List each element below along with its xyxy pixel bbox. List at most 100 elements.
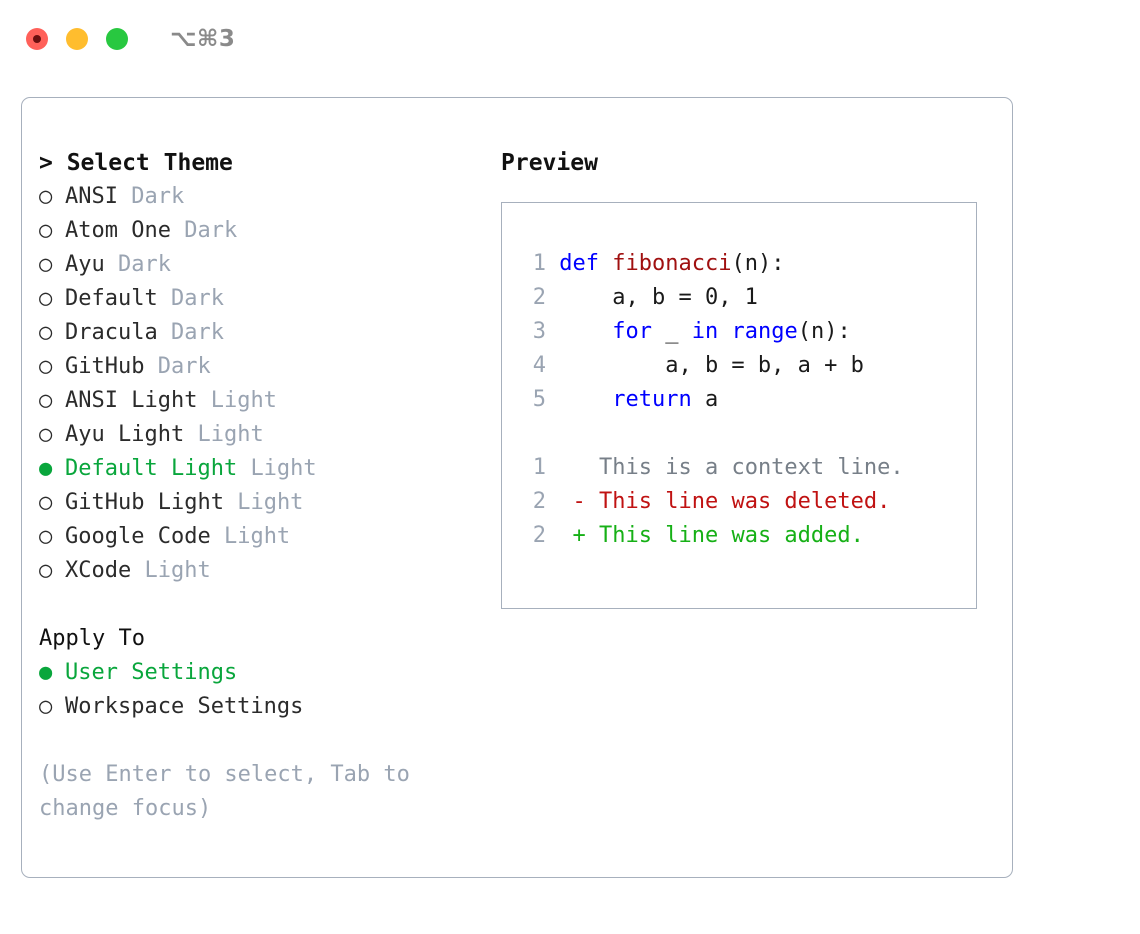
code-token: a, b = b, a + b bbox=[559, 353, 864, 378]
theme-category-label: Light bbox=[237, 490, 304, 515]
theme-gap bbox=[158, 286, 171, 311]
radio-unselected-icon: ○ bbox=[39, 694, 53, 719]
radio-unselected-icon: ○ bbox=[39, 286, 53, 311]
diff-sample: 1 This is a context line.2 - This line w… bbox=[502, 451, 976, 553]
theme-list-pane: > Select Theme ○ANSI Dark○Atom One Dark○… bbox=[39, 146, 489, 826]
maximize-button[interactable] bbox=[106, 28, 128, 50]
theme-gap bbox=[144, 354, 157, 379]
minimize-button[interactable] bbox=[66, 28, 88, 50]
theme-category-label: Light bbox=[250, 456, 317, 481]
theme-name: ANSI Light bbox=[65, 388, 198, 413]
theme-list-item[interactable]: ○ Default Dark bbox=[39, 282, 489, 316]
window-controls bbox=[26, 28, 128, 50]
preview-title: Preview bbox=[501, 150, 598, 176]
code-token: def bbox=[559, 251, 613, 276]
theme-name: Default Light bbox=[65, 456, 238, 481]
diff-line: 2 - This line was deleted. bbox=[502, 485, 976, 519]
theme-name: Google Code bbox=[65, 524, 211, 549]
theme-selector-window: > Select Theme ○ANSI Dark○Atom One Dark○… bbox=[21, 97, 1013, 878]
radio-unselected-icon: ○ bbox=[39, 422, 53, 447]
code-line: 5 return a bbox=[502, 383, 976, 417]
page-title: > Select Theme bbox=[39, 150, 233, 176]
theme-name: Default bbox=[65, 286, 158, 311]
code-line: 2 a, b = 0, 1 bbox=[502, 281, 976, 315]
code-token bbox=[559, 387, 612, 412]
radio-unselected-icon: ○ bbox=[39, 184, 53, 209]
line-number: 2 bbox=[532, 285, 546, 310]
theme-name: Atom One bbox=[65, 218, 171, 243]
code-line: 3 for _ in range(n): bbox=[502, 315, 976, 349]
radio-unselected-icon: ○ bbox=[39, 354, 53, 379]
diff-text: This is a context line. bbox=[599, 455, 904, 480]
apply-to-option[interactable]: ●User Settings bbox=[39, 656, 489, 690]
theme-list[interactable]: ○ANSI Dark○Atom One Dark○Ayu Dark○Defaul… bbox=[39, 180, 489, 588]
code-token: a bbox=[691, 387, 719, 412]
keyboard-shortcut-label: ⌥⌘3 bbox=[170, 26, 236, 52]
code-line: 4 a, b = b, a + b bbox=[502, 349, 976, 383]
theme-list-item[interactable]: ● Default Light Light bbox=[39, 452, 489, 486]
theme-category-label: Dark bbox=[184, 218, 238, 243]
apply-to-header: Apply To bbox=[39, 626, 145, 651]
radio-unselected-icon: ○ bbox=[39, 252, 53, 277]
theme-list-item[interactable]: ○Ayu Dark bbox=[39, 248, 489, 282]
gutter-gap bbox=[546, 285, 559, 310]
theme-list-item[interactable]: ○ Atom One Dark bbox=[39, 214, 489, 248]
theme-gap bbox=[184, 422, 197, 447]
theme-list-item[interactable]: ○XCode Light bbox=[39, 554, 489, 588]
line-number: 4 bbox=[532, 353, 546, 378]
theme-list-item[interactable]: ○ Google Code Light bbox=[39, 520, 489, 554]
radio-unselected-icon: ○ bbox=[39, 524, 53, 549]
theme-list-item[interactable]: ○Dracula Dark bbox=[39, 316, 489, 350]
radio-unselected-icon: ○ bbox=[39, 558, 53, 583]
code-token: fibonacci bbox=[612, 251, 732, 276]
diff-line: 1 This is a context line. bbox=[502, 451, 976, 485]
gutter-gap bbox=[546, 387, 559, 412]
theme-category-label: Dark bbox=[157, 354, 211, 379]
theme-gap bbox=[211, 524, 224, 549]
theme-category-label: Light bbox=[197, 422, 264, 447]
diff-marker bbox=[573, 455, 586, 480]
theme-list-item[interactable]: ○ANSI Light Light bbox=[39, 384, 489, 418]
line-number: 1 bbox=[532, 251, 546, 276]
code-token: (n): bbox=[797, 319, 851, 344]
apply-to-label: Workspace Settings bbox=[65, 694, 304, 719]
radio-unselected-icon: ○ bbox=[39, 490, 53, 515]
code-line: 1 def fibonacci(n): bbox=[502, 247, 976, 281]
theme-category-label: Dark bbox=[131, 184, 185, 209]
gutter-gap bbox=[546, 489, 573, 514]
theme-gap bbox=[237, 456, 250, 481]
diff-marker: - bbox=[572, 489, 586, 514]
theme-gap bbox=[105, 252, 118, 277]
code-token: (n): bbox=[731, 251, 785, 276]
theme-name: ANSI bbox=[65, 184, 118, 209]
gutter-gap bbox=[546, 251, 559, 276]
theme-list-item[interactable]: ○GitHub Dark bbox=[39, 350, 489, 384]
theme-list-item[interactable]: ○GitHub Light Light bbox=[39, 486, 489, 520]
apply-to-option[interactable]: ○ Workspace Settings bbox=[39, 690, 489, 724]
theme-category-label: Dark bbox=[170, 286, 224, 311]
apply-to-list[interactable]: ●User Settings ○ Workspace Settings bbox=[39, 656, 489, 724]
line-number: 3 bbox=[532, 319, 546, 344]
radio-selected-icon: ● bbox=[39, 456, 53, 481]
line-number: 1 bbox=[532, 455, 546, 480]
theme-category-label: Light bbox=[223, 524, 291, 549]
code-token: a, b = 0, 1 bbox=[559, 285, 758, 310]
radio-unselected-icon: ○ bbox=[39, 320, 53, 345]
code-token: return bbox=[612, 387, 692, 412]
close-button[interactable] bbox=[26, 28, 48, 50]
code-token: range bbox=[731, 319, 798, 344]
line-number: 5 bbox=[532, 387, 546, 412]
gutter-gap bbox=[546, 353, 559, 378]
theme-name: Ayu Light bbox=[65, 422, 185, 447]
theme-gap bbox=[158, 320, 171, 345]
theme-name: Dracula bbox=[65, 320, 158, 345]
theme-list-item[interactable]: ○ ANSI Dark bbox=[39, 180, 489, 214]
code-spacer bbox=[502, 417, 976, 451]
theme-list-item[interactable]: ○ Ayu Light Light bbox=[39, 418, 489, 452]
radio-selected-icon: ● bbox=[39, 660, 53, 685]
title-bar: ⌥⌘3 bbox=[0, 0, 1140, 78]
radio-unselected-icon: ○ bbox=[39, 218, 53, 243]
diff-marker: + bbox=[572, 523, 586, 548]
